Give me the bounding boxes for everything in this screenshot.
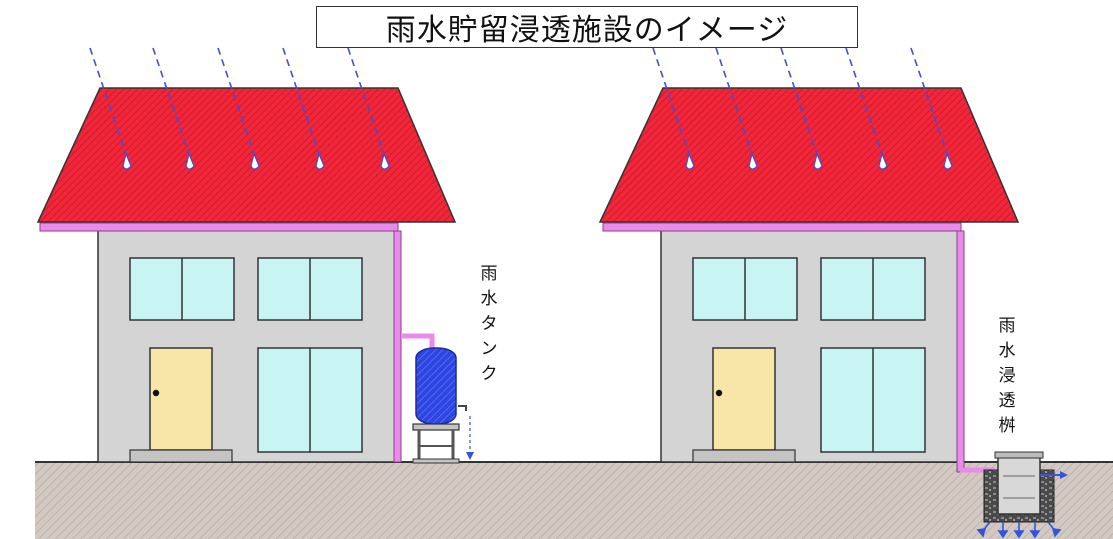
roof — [598, 87, 1020, 223]
label-char: 水 — [998, 341, 1016, 361]
doorknob — [152, 389, 160, 397]
label-char: 桝 — [998, 416, 1016, 436]
house-right — [598, 87, 1068, 539]
window-lower — [820, 347, 926, 453]
downspout — [956, 230, 965, 473]
door — [712, 347, 776, 451]
rain-left — [89, 47, 387, 161]
diagram-title: 雨水貯留浸透施設のイメージ — [316, 6, 858, 48]
gutter — [39, 222, 399, 232]
doorknob — [715, 389, 723, 397]
house-left — [36, 87, 474, 464]
window-upper-right — [820, 257, 926, 321]
roof — [36, 87, 457, 223]
door-step — [129, 449, 233, 463]
window-upper-left — [692, 257, 798, 321]
label-char: 雨 — [480, 264, 498, 284]
rain-tank-label: 雨水タンク — [474, 262, 504, 387]
ground — [35, 461, 1113, 539]
door — [149, 347, 213, 451]
label-char: ク — [480, 364, 498, 384]
label-char: 浸 — [998, 366, 1016, 386]
label-char: 雨 — [998, 316, 1016, 336]
gutter — [602, 222, 962, 232]
rain-tank — [412, 347, 474, 464]
door-step — [692, 449, 796, 463]
label-char: 水 — [480, 289, 498, 309]
label-char: ン — [480, 339, 498, 359]
raindrops — [122, 152, 953, 170]
infiltration-basin — [976, 451, 1068, 539]
rain-right — [652, 47, 950, 161]
label-char: 透 — [998, 391, 1016, 411]
window-upper-right — [257, 257, 363, 321]
label-char: タ — [480, 314, 498, 334]
tank-inlet-pipe — [401, 333, 435, 352]
window-upper-left — [129, 257, 235, 321]
downspout — [393, 230, 402, 463]
window-lower — [257, 347, 363, 453]
infiltration-basin-label: 雨水浸透桝 — [992, 314, 1022, 439]
